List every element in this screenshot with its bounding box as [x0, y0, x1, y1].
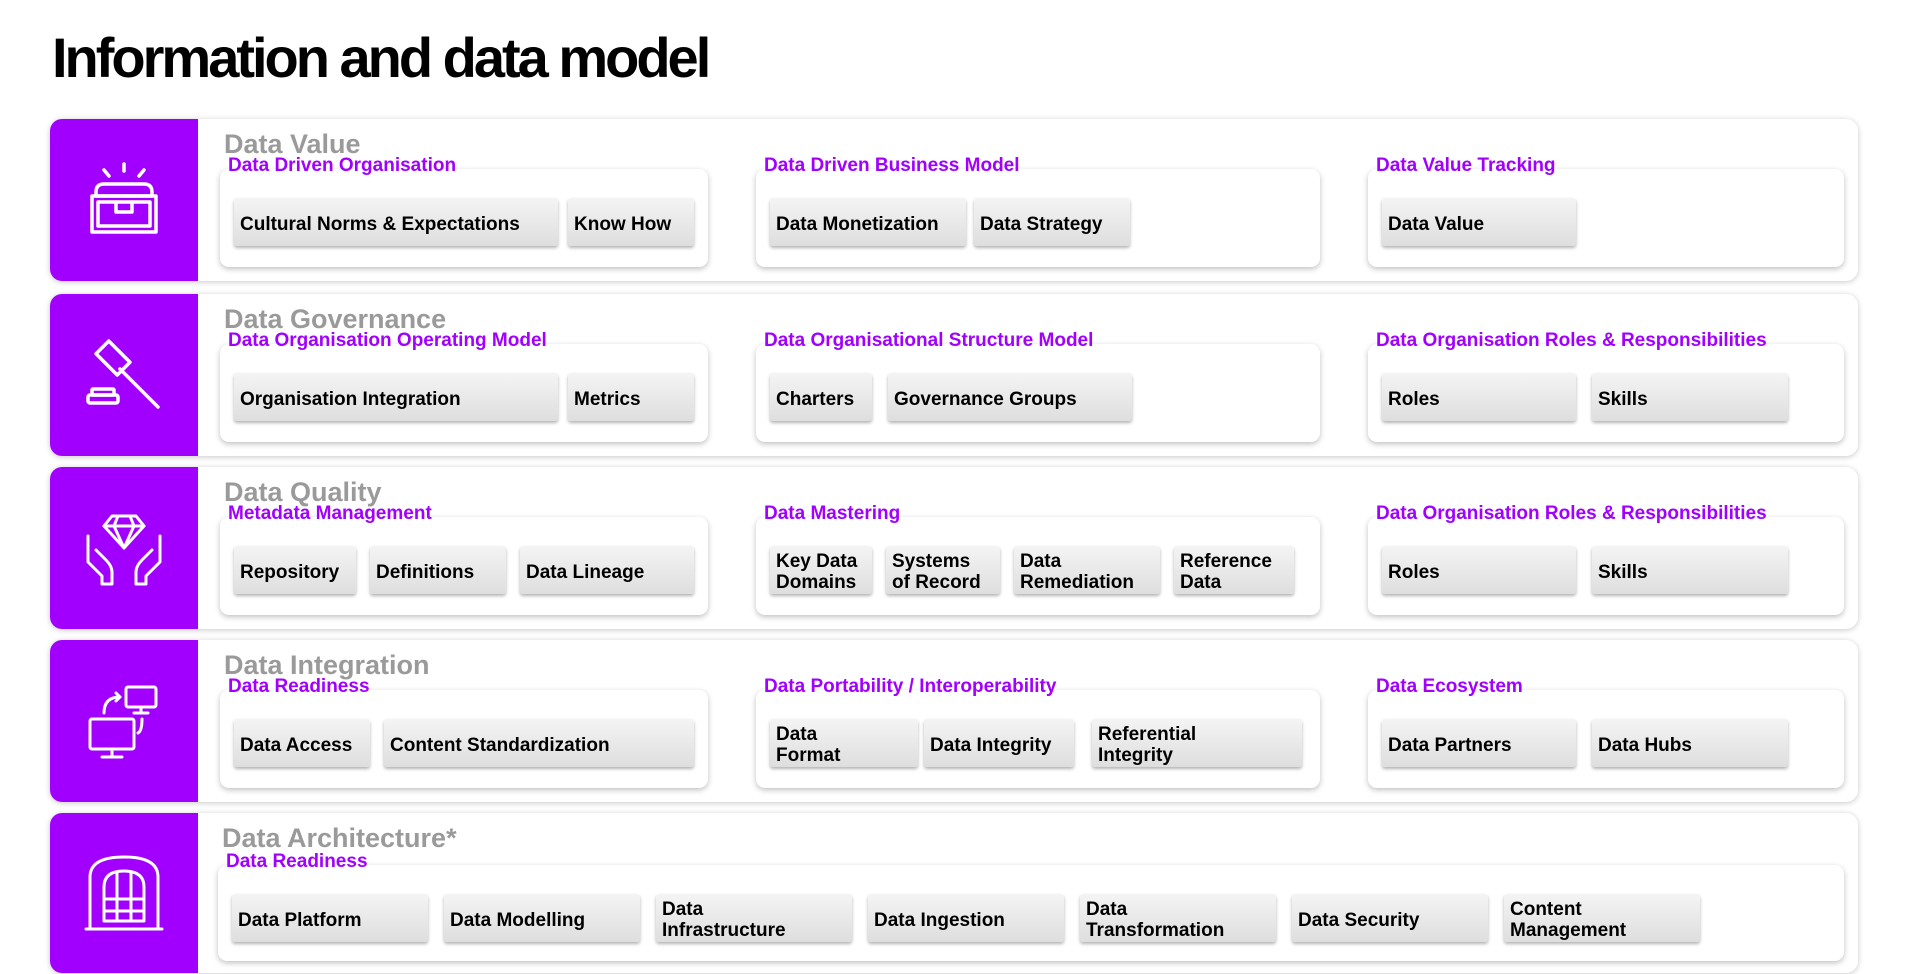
group-structure-model: Data Organisational Structure Model Char… — [756, 330, 1320, 442]
group-metadata-management: Metadata Management Repository Definitio… — [220, 503, 708, 615]
chip-skills[interactable]: Skills — [1592, 546, 1788, 594]
group-title: Metadata Management — [228, 503, 432, 524]
chip-data-value[interactable]: Data Value — [1382, 198, 1576, 246]
row-title: Data Integration — [224, 650, 430, 680]
group-data-driven-organisation: Data Driven Organisation Cultural Norms … — [220, 155, 708, 267]
chip-data-partners[interactable]: Data Partners — [1382, 719, 1576, 767]
chip-data-access[interactable]: Data Access — [234, 719, 370, 767]
group-title: Data Organisational Structure Model — [764, 330, 1094, 351]
group-title: Data Readiness — [226, 851, 368, 872]
chip-data-lineage[interactable]: Data Lineage — [520, 546, 694, 594]
group-data-readiness-architecture: Data Readiness Data Platform Data Modell… — [218, 851, 1844, 961]
page-title: Information and data model — [52, 26, 711, 89]
row-icon-panel — [50, 467, 198, 629]
chip-data-modelling[interactable]: Data Modelling — [444, 894, 640, 942]
row-data-governance: Data Governance Data Organisation Operat… — [50, 294, 1858, 456]
group-roles-responsibilities: Data Organisation Roles & Responsibiliti… — [1368, 330, 1844, 442]
chip-referential-integrity[interactable]: Referential Integrity — [1092, 719, 1302, 767]
diamond-hands-icon — [86, 514, 162, 586]
group-data-value-tracking: Data Value Tracking Data Value — [1368, 155, 1844, 267]
chip-data-remediation[interactable]: Data Remediation — [1014, 546, 1160, 594]
row-data-quality: Data Quality Metadata Management Reposit… — [50, 467, 1858, 629]
group-portability-interoperability: Data Portability / Interoperability Data… — [756, 676, 1320, 788]
group-title: Data Organisation Roles & Responsibiliti… — [1376, 503, 1767, 524]
group-data-driven-business-model: Data Driven Business Model Data Monetiza… — [756, 155, 1320, 267]
chip-content-standardization[interactable]: Content Standardization — [384, 719, 694, 767]
group-data-readiness: Data Readiness Data Access Content Stand… — [220, 676, 708, 788]
chip-roles[interactable]: Roles — [1382, 373, 1576, 421]
chip-organisation-integration[interactable]: Organisation Integration — [234, 373, 558, 421]
group-title: Data Portability / Interoperability — [764, 676, 1057, 697]
chip-definitions[interactable]: Definitions — [370, 546, 506, 594]
group-title: Data Mastering — [764, 503, 901, 524]
row-title: Data Value — [224, 129, 361, 159]
group-title: Data Value Tracking — [1376, 155, 1556, 176]
group-operating-model: Data Organisation Operating Model Organi… — [220, 330, 708, 442]
row-icon-panel — [50, 119, 198, 281]
group-title: Data Driven Business Model — [764, 155, 1020, 176]
building-window-icon — [84, 855, 164, 931]
row-data-integration: Data Integration Data Readiness Data Acc… — [50, 640, 1858, 802]
chip-data-hubs[interactable]: Data Hubs — [1592, 719, 1788, 767]
row-icon-panel — [50, 640, 198, 802]
group-title: Data Readiness — [228, 676, 370, 697]
chip-reference-data[interactable]: Reference Data — [1174, 546, 1294, 594]
chip-data-format[interactable]: Data Format — [770, 719, 918, 767]
row-data-value: Data Value Data Driven Organisation Cult… — [50, 119, 1858, 281]
chip-data-ingestion[interactable]: Data Ingestion — [868, 894, 1064, 942]
monitor-exchange-icon — [88, 685, 158, 759]
chip-data-transformation[interactable]: Data Transformation — [1080, 894, 1276, 942]
chip-systems-of-record[interactable]: Systems of Record — [886, 546, 1000, 594]
chip-data-security[interactable]: Data Security — [1292, 894, 1488, 942]
chip-repository[interactable]: Repository — [234, 546, 356, 594]
row-icon-panel — [50, 294, 198, 456]
chip-cultural-norms[interactable]: Cultural Norms & Expectations — [234, 198, 558, 246]
chip-content-management[interactable]: Content Management — [1504, 894, 1700, 942]
row-data-architecture: Data Architecture* Data Readiness Data P… — [50, 813, 1858, 973]
chip-data-platform[interactable]: Data Platform — [232, 894, 428, 942]
chip-charters[interactable]: Charters — [770, 373, 872, 421]
chip-roles[interactable]: Roles — [1382, 546, 1576, 594]
group-title: Data Organisation Operating Model — [228, 330, 547, 351]
chip-know-how[interactable]: Know How — [568, 198, 694, 246]
chip-data-infrastructure[interactable]: Data Infrastructure — [656, 894, 852, 942]
chip-data-strategy[interactable]: Data Strategy — [974, 198, 1130, 246]
chip-metrics[interactable]: Metrics — [568, 373, 694, 421]
chip-skills[interactable]: Skills — [1592, 373, 1788, 421]
row-icon-panel — [50, 813, 198, 973]
group-title: Data Organisation Roles & Responsibiliti… — [1376, 330, 1767, 351]
chip-data-integrity[interactable]: Data Integrity — [924, 719, 1074, 767]
group-data-ecosystem: Data Ecosystem Data Partners Data Hubs — [1368, 676, 1844, 788]
chip-key-data-domains[interactable]: Key Data Domains — [770, 546, 872, 594]
group-title: Data Ecosystem — [1376, 676, 1523, 697]
group-title: Data Driven Organisation — [228, 155, 457, 176]
chip-governance-groups[interactable]: Governance Groups — [888, 373, 1132, 421]
treasure-chest-icon — [90, 162, 158, 234]
row-title: Data Governance — [224, 304, 447, 334]
row-title: Data Quality — [224, 477, 382, 507]
group-data-mastering: Data Mastering Key Data Domains Systems … — [756, 503, 1320, 615]
row-title: Data Architecture* — [222, 823, 457, 853]
gavel-icon — [86, 339, 160, 409]
chip-data-monetization[interactable]: Data Monetization — [770, 198, 966, 246]
group-roles-responsibilities-2: Data Organisation Roles & Responsibiliti… — [1368, 503, 1844, 615]
